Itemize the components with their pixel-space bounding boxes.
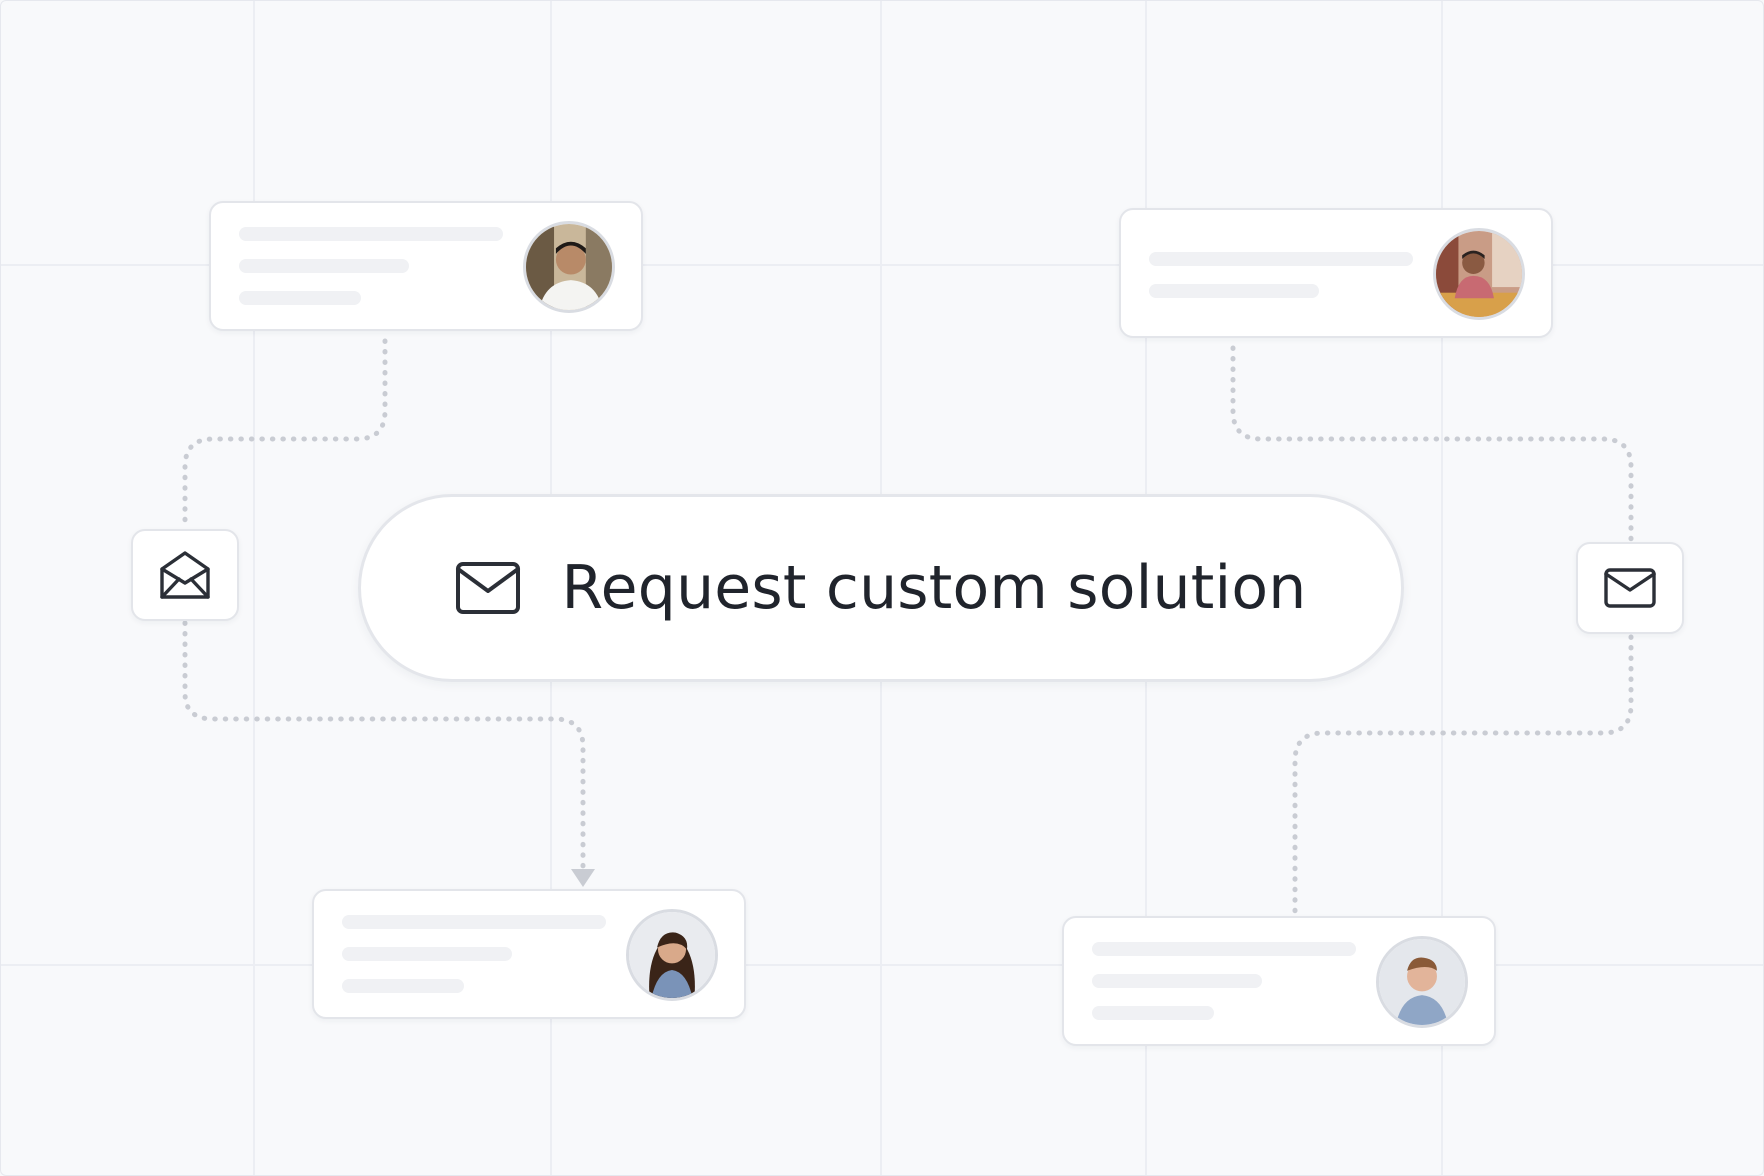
text-placeholder [1092,974,1262,988]
profile-card [1062,916,1496,1046]
text-placeholder [239,227,503,241]
mail-open-icon-box [131,529,239,621]
mail-icon [456,562,521,614]
cta-label: Request custom solution [561,553,1307,623]
grid-line [253,1,255,1175]
person-avatar [523,221,615,313]
text-placeholder [1092,942,1356,956]
person-avatar [626,909,718,1001]
request-custom-solution-button[interactable]: Request custom solution [358,494,1404,682]
text-placeholder [342,979,464,993]
text-placeholder [239,291,361,305]
profile-card [209,201,643,331]
person-avatar [1376,936,1468,1028]
profile-card [1119,208,1553,338]
text-placeholder [342,947,512,961]
grid-line [1441,1,1443,1175]
text-placeholder [239,259,409,273]
text-placeholder [1149,252,1413,266]
mail-icon-box [1576,542,1684,634]
person-avatar [1433,228,1525,320]
mail-icon [1604,568,1656,608]
text-placeholder [342,915,606,929]
profile-card [312,889,746,1019]
text-placeholder [1092,1006,1214,1020]
mail-open-icon [160,551,210,599]
text-placeholder [1149,284,1319,298]
grid-line [1,264,1763,266]
grid-line [1,964,1763,966]
